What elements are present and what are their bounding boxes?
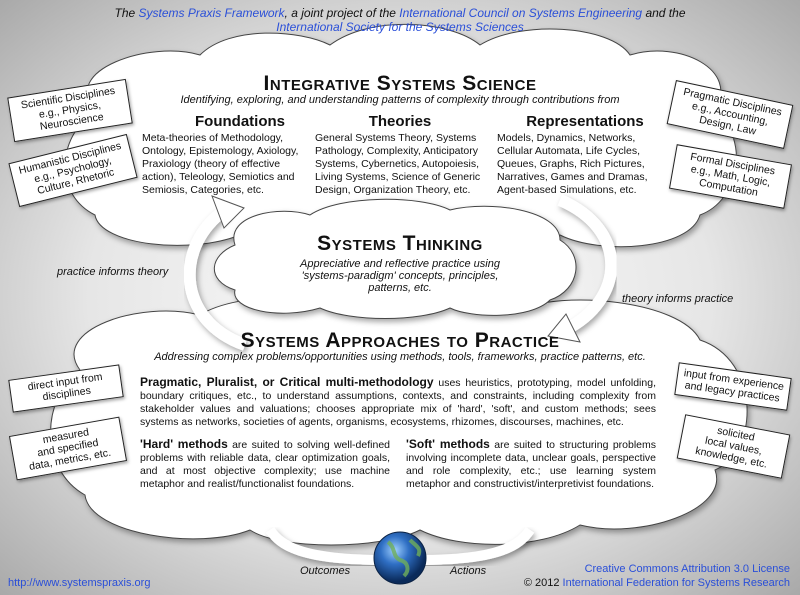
thinking-subtitle: Appreciative and reflective practice usi… xyxy=(300,258,500,294)
website-link[interactable]: http://www.systemspraxis.org xyxy=(8,577,151,589)
soft-methods-body: are suited to structuring problems invol… xyxy=(406,439,657,490)
science-title: Integrative Systems Science xyxy=(263,72,537,95)
soft-methods-lead: 'Soft' methods xyxy=(406,437,490,451)
representations-body: Models, Dynamics, Networks, Cellular Aut… xyxy=(497,132,648,196)
header-credit: The Systems Praxis Framework, a joint pr… xyxy=(0,6,800,34)
multi-methodology-body: uses heuristics, prototyping, model unfo… xyxy=(140,377,656,428)
soft-methods-paragraph: 'Soft' methods are suited to structuring… xyxy=(406,438,656,491)
multi-methodology-lead: Pragmatic, Pluralist, or Critical multi-… xyxy=(140,375,434,389)
practice-subtitle: Addressing complex problems/opportunitie… xyxy=(154,351,646,363)
science-subtitle: Identifying, exploring, and understandin… xyxy=(180,94,620,106)
thinking-title: Systems Thinking xyxy=(317,232,483,255)
header-and: and the xyxy=(645,6,686,20)
outcomes-arrow xyxy=(265,527,386,565)
isss-link[interactable]: International Society for the Systems Sc… xyxy=(276,20,524,34)
thinking-cloud xyxy=(213,198,577,319)
theory-informs-arrow xyxy=(557,194,618,336)
theories-body: General Systems Theory, Systems Patholog… xyxy=(315,132,481,196)
license-link[interactable]: Creative Commons Attribution 3.0 License xyxy=(584,563,790,575)
hard-methods-paragraph: 'Hard' methods are suited to solving wel… xyxy=(140,438,390,491)
actions-arrow xyxy=(419,527,535,565)
hard-methods-body: are suited to solving well-defined probl… xyxy=(140,439,390,490)
foundations-title: Foundations xyxy=(195,113,285,130)
practice-informs-theory-label: practice informs theory xyxy=(57,266,169,278)
hard-methods-lead: 'Hard' methods xyxy=(140,437,228,451)
header-prefix: The xyxy=(114,6,136,20)
incose-link[interactable]: International Council on Systems Enginee… xyxy=(399,6,643,20)
copyright-line: © 2012 International Federation for Syst… xyxy=(524,577,790,589)
ifsr-link[interactable]: International Federation for Systems Res… xyxy=(562,577,790,589)
foundations-body: Meta-theories of Methodology, Ontology, … xyxy=(142,132,299,196)
theory-informs-practice-label: theory informs practice xyxy=(622,293,734,305)
multi-methodology-paragraph: Pragmatic, Pluralist, or Critical multi-… xyxy=(140,376,656,429)
outcomes-label: Outcomes xyxy=(300,565,351,577)
practice-title: Systems Approaches to Practice xyxy=(240,329,560,352)
copyright-year: © 2012 xyxy=(523,577,560,589)
actions-label: Actions xyxy=(450,565,487,577)
representations-title: Representations xyxy=(526,113,644,130)
theories-title: Theories xyxy=(368,113,432,130)
header-mid: , a joint project of the xyxy=(284,6,396,20)
framework-link[interactable]: Systems Praxis Framework xyxy=(138,6,285,20)
practice-informs-arrow xyxy=(183,205,248,351)
